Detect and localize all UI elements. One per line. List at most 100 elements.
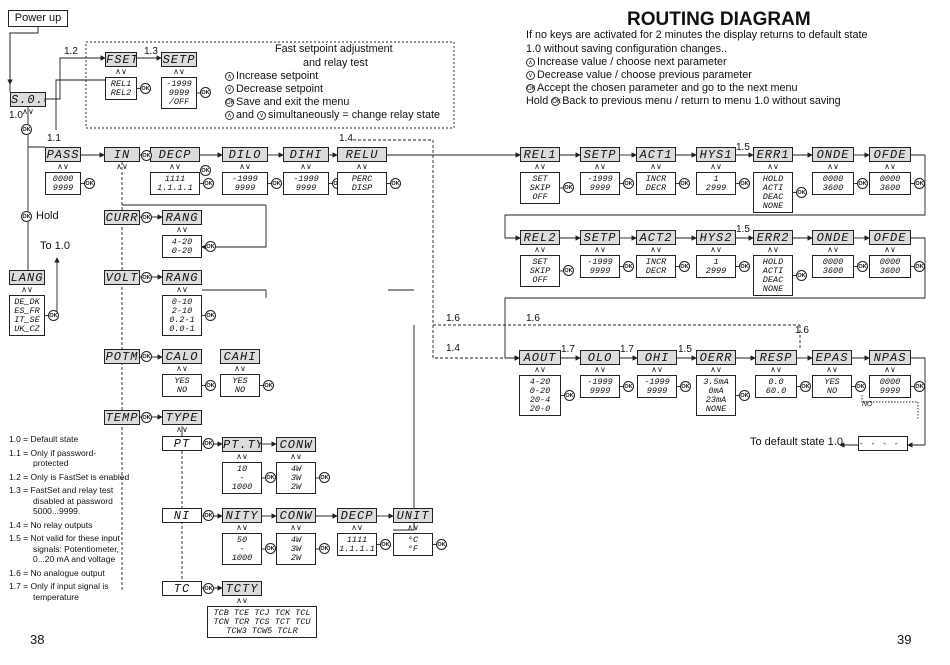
onde-display[interactable]: ONDE	[812, 230, 854, 245]
rel-display[interactable]: REL2	[520, 230, 560, 245]
ok-button-icon[interactable]: OK	[84, 177, 95, 189]
calo-display[interactable]: CALO	[162, 349, 202, 364]
aout-display[interactable]: AOUT	[519, 350, 561, 365]
ok-button-icon[interactable]: OK	[263, 379, 274, 391]
ok-button-icon[interactable]: OK	[265, 543, 276, 554]
curr-display[interactable]: CURR	[104, 210, 140, 225]
hys-display[interactable]: HYS2	[696, 230, 736, 245]
ok-button-icon[interactable]: OK	[319, 543, 330, 554]
ok-button-icon[interactable]: OK	[200, 87, 211, 98]
ok-button-icon[interactable]: OK	[203, 438, 214, 449]
ok-button-icon[interactable]: OK	[914, 177, 925, 189]
type-display[interactable]: TYPE	[162, 410, 202, 425]
ok-button-icon[interactable]: OK	[563, 265, 574, 276]
ok-button-icon[interactable]: OK	[436, 538, 447, 550]
oerr-display[interactable]: OERR	[696, 350, 736, 365]
ohi-display[interactable]: OHI	[637, 350, 677, 365]
ok-button-icon[interactable]: OK	[855, 380, 866, 392]
ok-button-icon[interactable]: OK	[564, 389, 575, 401]
onde-display[interactable]: ONDE	[812, 147, 854, 162]
cahi-display[interactable]: CAHI	[220, 349, 260, 364]
ok-button-icon[interactable]: OK	[141, 272, 152, 283]
ok-button-icon[interactable]: OK	[680, 380, 691, 392]
setp-display[interactable]: SETP	[580, 230, 620, 245]
ok-button-icon[interactable]: OK	[739, 389, 750, 401]
ofde-display[interactable]: OFDE	[869, 230, 911, 245]
ok-button-icon[interactable]: OK	[48, 309, 59, 321]
setp-display[interactable]: SETP	[580, 147, 620, 162]
ok-button-icon[interactable]: OK	[21, 124, 32, 135]
ok-button-icon[interactable]: OK	[319, 472, 330, 483]
ok-button-icon[interactable]: OK	[914, 260, 925, 272]
conw-display[interactable]: CONW	[276, 437, 316, 452]
ok-button-icon[interactable]: OK	[200, 165, 211, 176]
ok-button-icon[interactable]: OK	[205, 240, 216, 252]
ok-button-icon[interactable]: OK	[739, 177, 750, 189]
decp-display[interactable]: DECP	[337, 508, 377, 523]
ok-button-icon[interactable]: OK	[265, 472, 276, 483]
ok-button-icon[interactable]: OK	[623, 380, 634, 392]
value-option: /OFF	[168, 97, 190, 107]
rang-display[interactable]: RANG	[162, 270, 202, 285]
ok-button-icon[interactable]: OK	[623, 177, 634, 189]
rel-display[interactable]: REL1	[520, 147, 560, 162]
fset-display[interactable]: FSET	[105, 52, 137, 67]
ok-button-icon[interactable]: OK	[914, 380, 925, 392]
ptty-display[interactable]: PT.TY	[222, 437, 262, 452]
potm-display[interactable]: POTM	[104, 349, 140, 364]
ok-button-icon[interactable]: OK	[796, 269, 807, 281]
ok-button-icon[interactable]: OK	[141, 150, 152, 161]
nity-display[interactable]: NITY	[222, 508, 262, 523]
ok-button-icon[interactable]: OK	[390, 177, 401, 189]
conw-display[interactable]: CONW	[276, 508, 316, 523]
act-display[interactable]: ACT1	[636, 147, 676, 162]
npas-display[interactable]: NPAS	[869, 350, 911, 365]
dilo-display[interactable]: DILO	[222, 147, 268, 162]
hys-display[interactable]: HYS1	[696, 147, 736, 162]
ok-button-icon[interactable]: OK	[141, 212, 152, 223]
ok-button-icon[interactable]: OK	[563, 182, 574, 193]
ofde-display[interactable]: OFDE	[869, 147, 911, 162]
err-display[interactable]: ERR1	[753, 147, 793, 162]
rang-display[interactable]: RANG	[162, 210, 202, 225]
ok-button-icon[interactable]: OK	[21, 211, 32, 222]
pt-display[interactable]: PT	[162, 436, 202, 451]
temp-display[interactable]: TEMP	[104, 410, 140, 425]
ok-button-icon[interactable]: OK	[140, 82, 151, 94]
epas-display[interactable]: EPAS	[812, 350, 852, 365]
decp-display[interactable]: DECP	[150, 147, 200, 162]
err-display[interactable]: ERR2	[753, 230, 793, 245]
volt-display[interactable]: VOLT	[104, 270, 140, 285]
act-display[interactable]: ACT2	[636, 230, 676, 245]
ok-button-icon[interactable]: OK	[380, 538, 391, 550]
ok-button-icon[interactable]: OK	[271, 177, 282, 189]
ok-button-icon[interactable]: OK	[141, 412, 152, 423]
unit-display[interactable]: UNIT	[393, 508, 433, 523]
ok-button-icon[interactable]: OK	[679, 177, 690, 189]
tcty-display[interactable]: TCTY	[222, 581, 262, 596]
setp-display[interactable]: SETP	[161, 52, 197, 67]
ok-button-icon[interactable]: OK	[857, 260, 868, 272]
resp-display[interactable]: RESP	[755, 350, 797, 365]
ok-button-icon[interactable]: OK	[796, 186, 807, 198]
ok-button-icon[interactable]: OK	[203, 583, 214, 594]
olo-display[interactable]: OLO	[580, 350, 620, 365]
ok-button-icon[interactable]: OK	[205, 309, 216, 321]
ok-button-icon[interactable]: OK	[203, 177, 214, 189]
ok-button-icon[interactable]: OK	[800, 380, 811, 392]
tc-display[interactable]: TC	[162, 581, 202, 596]
dihi-display[interactable]: DIHI	[283, 147, 329, 162]
ok-button-icon[interactable]: OK	[679, 260, 690, 272]
s-display[interactable]: S.0.0	[10, 92, 46, 107]
ok-button-icon[interactable]: OK	[623, 260, 634, 272]
in-display[interactable]: IN	[104, 147, 140, 162]
ok-button-icon[interactable]: OK	[141, 351, 152, 362]
pass-display[interactable]: PASS	[45, 147, 81, 162]
lang-display[interactable]: LANG	[9, 270, 45, 285]
ok-button-icon[interactable]: OK	[857, 177, 868, 189]
relu-display[interactable]: RELU	[337, 147, 387, 162]
ok-button-icon[interactable]: OK	[203, 510, 214, 521]
ok-button-icon[interactable]: OK	[205, 379, 216, 391]
ni-display[interactable]: NI	[162, 508, 202, 523]
ok-button-icon[interactable]: OK	[739, 260, 750, 272]
